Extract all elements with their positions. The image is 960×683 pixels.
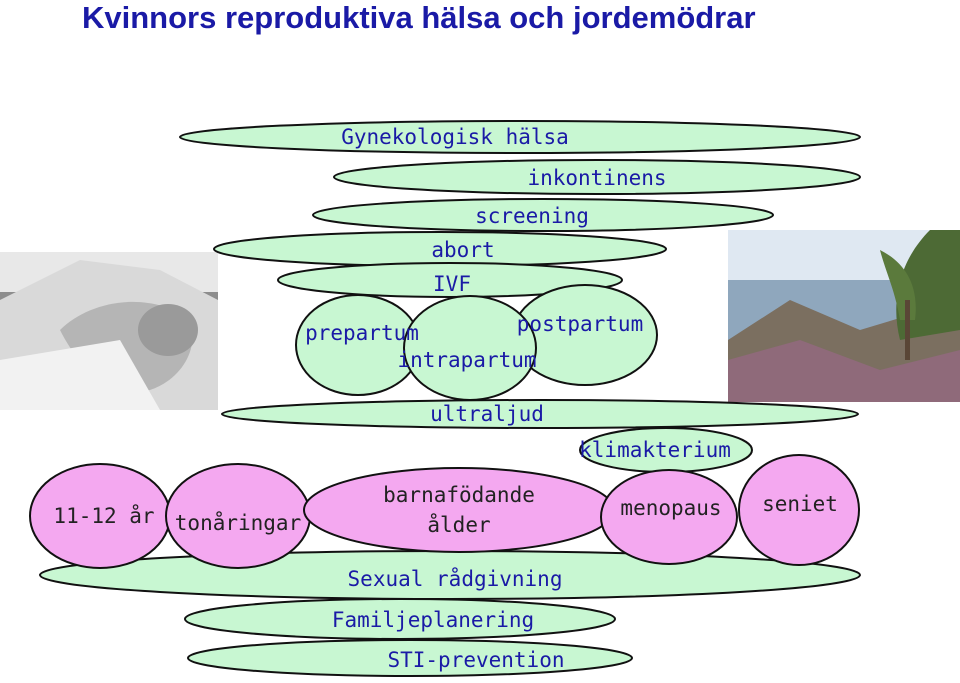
page-title: Kvinnors reproduktiva hälsa och jordemöd… [82,0,756,35]
stage-barnafodande [303,467,615,553]
band-sti-prevention-label: STI-prevention [387,648,564,672]
stage-menopaus-label: menopaus [620,496,721,520]
band-familjeplanering-label: Familjeplanering [332,608,534,632]
band-abort-label: abort [431,238,494,262]
stage-11-12-ar-label: 11-12 år [53,503,154,528]
stage-tonaringar-label: tonåringar [175,510,301,535]
band-sexual-radgivning-label: Sexual rådgivning [348,566,563,591]
coastal-landscape-photo [728,230,960,402]
intrapartum-label: intrapartum [397,348,536,372]
stage-menopaus [600,469,738,565]
postpartum-label: postpartum [517,312,643,336]
circle-klimakterium: klimakterium [579,427,753,473]
newborn-photo [0,252,218,410]
band-sti-prevention: STI-prevention [187,639,633,677]
klimakterium-label: klimakterium [579,438,731,462]
prepartum-label: prepartum [305,321,419,345]
band-screening-label: screening [475,204,589,228]
stage-alder-label: ålder [427,512,490,537]
band-gynekologisk-halsa: Gynekologisk hälsa [179,120,861,154]
stage-seniet [738,454,860,566]
band-ivf: IVF [277,262,623,298]
band-ultraljud: ultraljud [221,399,859,429]
band-gynekologisk-halsa-label: Gynekologisk hälsa [341,125,569,149]
band-screening: screening [312,198,774,232]
band-ivf-label: IVF [433,272,471,296]
stage-seniet-label: seniet [762,492,838,516]
stage-barnafodande-label: barnafödande [383,483,535,507]
band-inkontinens-label: inkontinens [527,166,666,190]
band-inkontinens: inkontinens [333,159,861,195]
band-ultraljud-label: ultraljud [430,402,544,426]
band-abort: abort [213,231,667,267]
band-familjeplanering: Familjeplanering [184,598,616,640]
circle-prepartum [295,294,421,396]
